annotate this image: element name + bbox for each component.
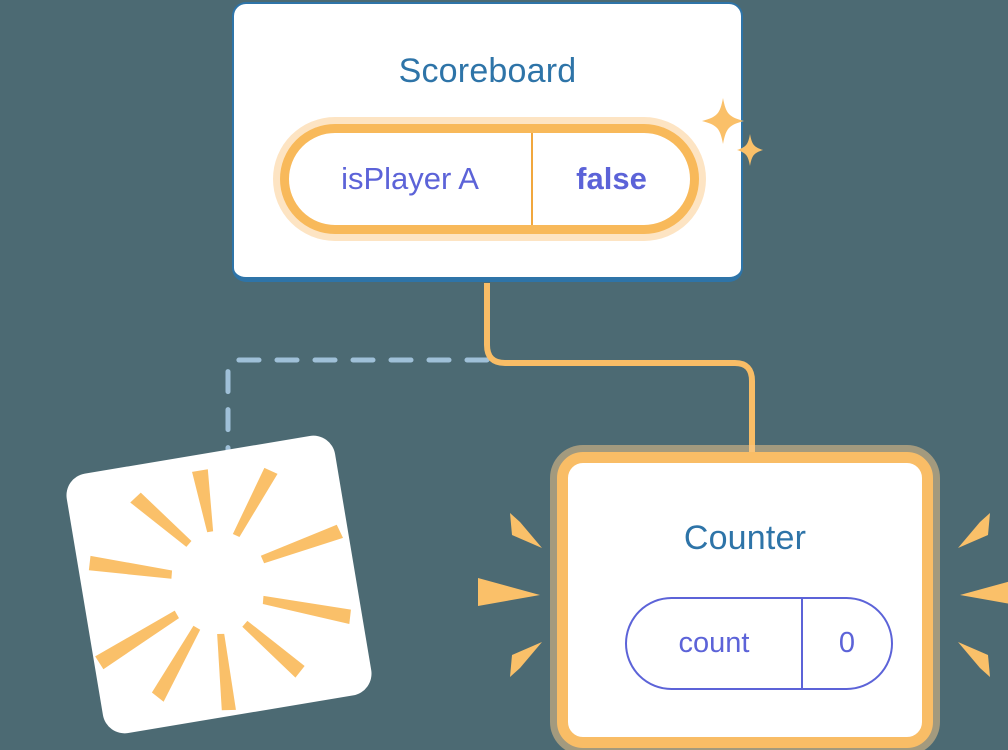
- sparkle-icon: [702, 98, 744, 144]
- connector-scoreboard-to-counter: [484, 283, 755, 470]
- counter-card[interactable]: Counter count 0: [557, 452, 933, 748]
- counter-state-value: 0: [838, 627, 856, 659]
- burst-card[interactable]: [63, 432, 375, 737]
- scoreboard-title: Scoreboard: [398, 52, 577, 90]
- burst-rays-icon: [88, 467, 351, 711]
- connector-scoreboard-to-burst-card: [225, 357, 490, 473]
- counter-state-key: count: [627, 599, 803, 688]
- scoreboard-state-value: false: [576, 161, 647, 196]
- counter-title: Counter: [683, 519, 807, 557]
- scoreboard-state-key: isPlayer A: [289, 133, 533, 225]
- scoreboard-card[interactable]: Scoreboard isPlayer A false: [232, 2, 763, 282]
- scoreboard-state-pill[interactable]: isPlayer A false: [280, 124, 699, 234]
- counter-state-pill[interactable]: count 0: [625, 597, 893, 690]
